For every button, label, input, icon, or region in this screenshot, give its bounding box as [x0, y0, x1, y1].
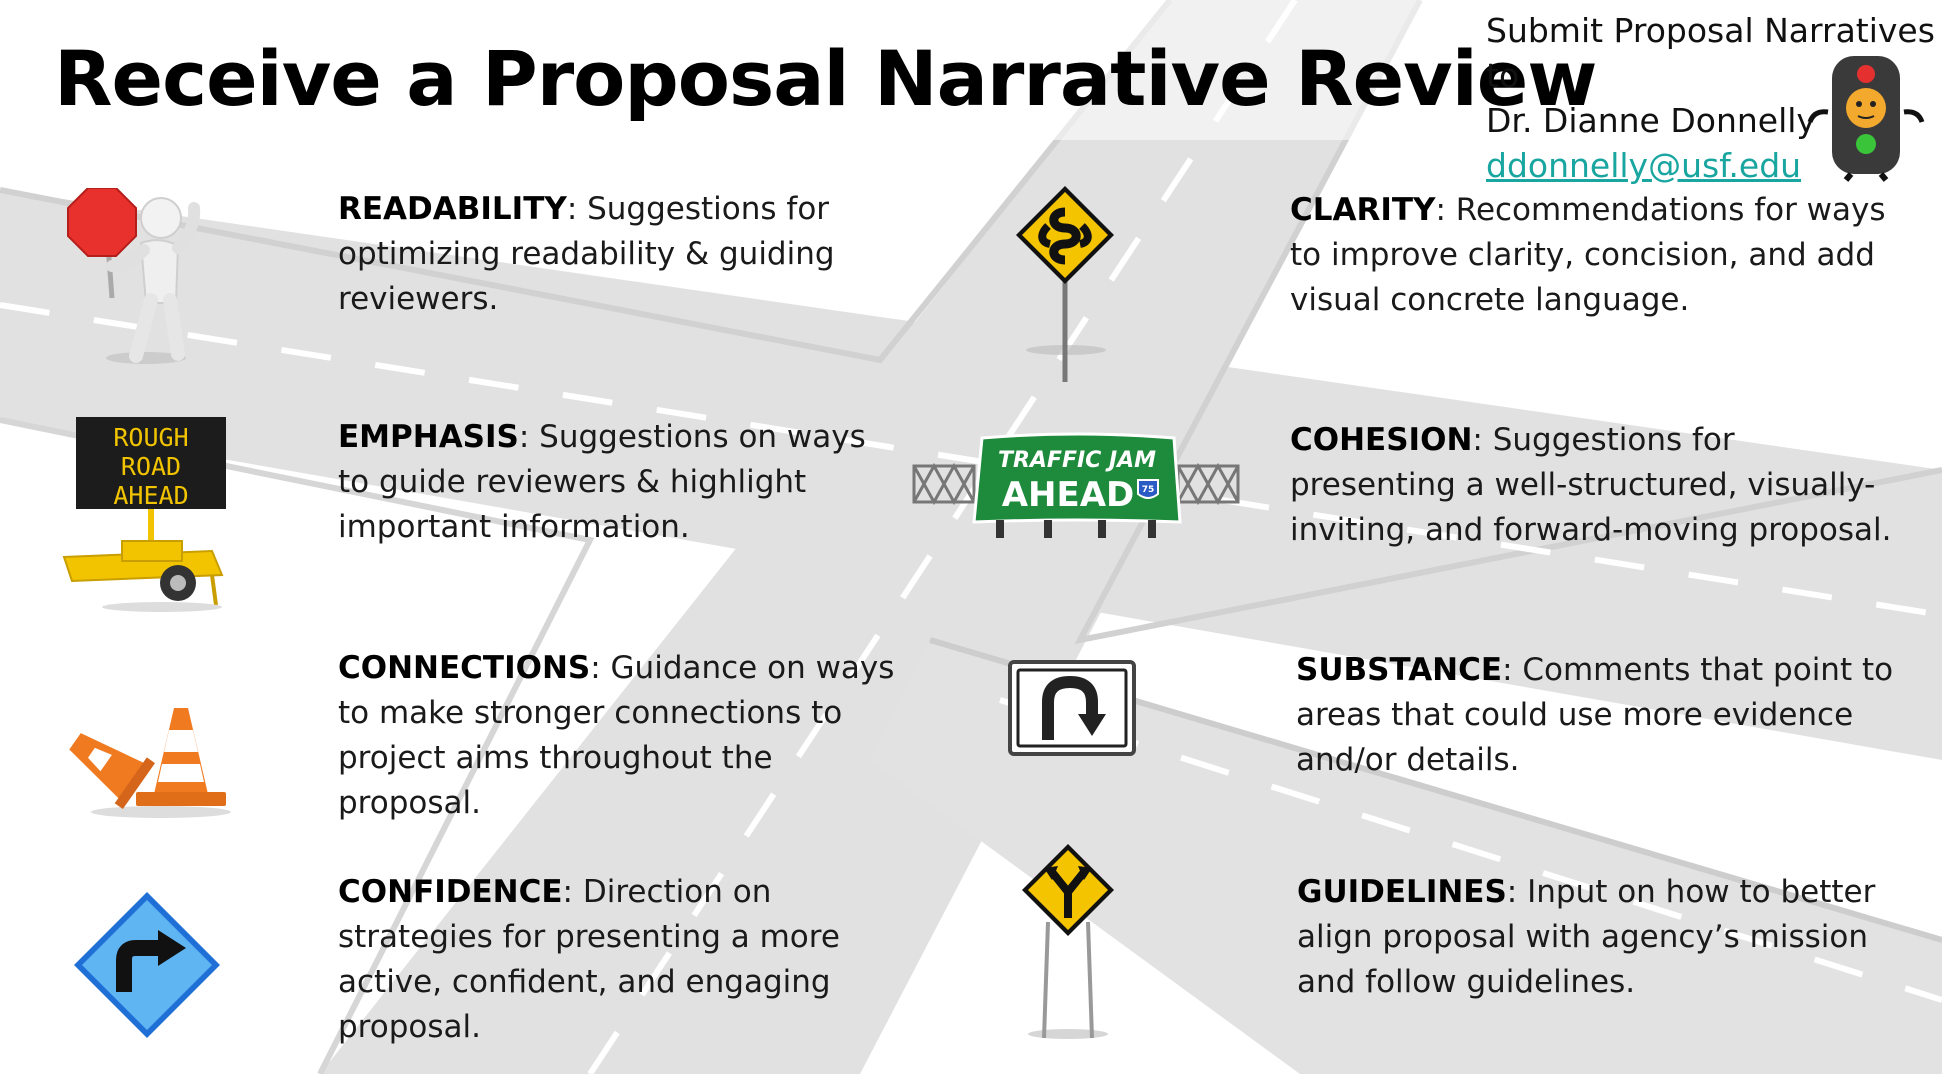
contact-email-link[interactable]: ddonnelly@usf.edu — [1486, 146, 1802, 185]
road-sign-line-3: AHEAD — [113, 481, 188, 510]
y-junction-sign-icon — [1022, 844, 1114, 1039]
item-text: : Guidance on ways to make stronger conn… — [338, 650, 895, 821]
stop-sign-figure-icon — [67, 188, 201, 364]
item-label: CONFIDENCE — [338, 874, 563, 910]
road-sign-line-1: ROUGH — [113, 423, 188, 452]
item-label: COHESION — [1290, 422, 1473, 458]
item-label: CLARITY — [1290, 192, 1436, 228]
item-connections: CONNECTIONS: Guidance on ways to make st… — [338, 646, 918, 826]
item-text: : Recommendations for ways to improve cl… — [1290, 192, 1886, 318]
item-text: : Comments that point to areas that coul… — [1296, 652, 1894, 778]
item-text: : Suggestions for optimizing readability… — [338, 191, 835, 317]
item-text: : Suggestions for presenting a well-stru… — [1290, 422, 1892, 548]
winding-road-sign-icon — [1016, 186, 1114, 382]
item-label: CONNECTIONS — [338, 650, 591, 686]
contact-line-2: Dr. Dianne Donnelly — [1486, 101, 1816, 140]
contact-block: Submit Proposal Narratives to Dr. Dianne… — [1486, 8, 1942, 188]
item-emphasis: EMPHASIS: Suggestions on ways to guide r… — [338, 415, 898, 550]
interstate-shield-number: 75 — [1142, 485, 1155, 495]
road-sign-line-2: ROAD — [121, 452, 181, 481]
item-guidelines: GUIDELINES: Input on how to better align… — [1297, 870, 1897, 1005]
traffic-light-character-icon — [1807, 56, 1925, 182]
contact-line-1: Submit Proposal Narratives to — [1486, 11, 1935, 95]
right-turn-diamond-sign-icon — [74, 892, 220, 1038]
traffic-cones-icon — [69, 708, 231, 818]
traffic-sign-line-2: AHEAD — [1002, 475, 1135, 515]
item-text: : Direction on strategies for presenting… — [338, 874, 840, 1045]
item-confidence: CONFIDENCE: Direction on strategies for … — [338, 870, 918, 1050]
traffic-jam-ahead-sign-icon: TRAFFIC JAM AHEAD 75 — [912, 432, 1240, 538]
page-title: Receive a Proposal Narrative Review — [54, 34, 1598, 123]
item-label: GUIDELINES — [1297, 874, 1507, 910]
item-text: : Suggestions on ways to guide reviewers… — [338, 419, 866, 545]
item-readability: READABILITY: Suggestions for optimizing … — [338, 187, 858, 322]
traffic-sign-line-1: TRAFFIC JAM — [998, 448, 1156, 473]
item-clarity: CLARITY: Recommendations for ways to imp… — [1290, 188, 1890, 323]
item-label: EMPHASIS — [338, 419, 519, 455]
item-label: SUBSTANCE — [1296, 652, 1503, 688]
rough-road-sign-trailer-icon: ROUGH ROAD AHEAD — [62, 417, 226, 612]
item-substance: SUBSTANCE: Comments that point to areas … — [1296, 648, 1896, 783]
item-text: : Input on how to better align proposal … — [1297, 874, 1876, 1000]
item-label: READABILITY — [338, 191, 567, 227]
item-cohesion: COHESION: Suggestions for presenting a w… — [1290, 418, 1910, 553]
u-turn-sign-icon — [1008, 660, 1136, 756]
